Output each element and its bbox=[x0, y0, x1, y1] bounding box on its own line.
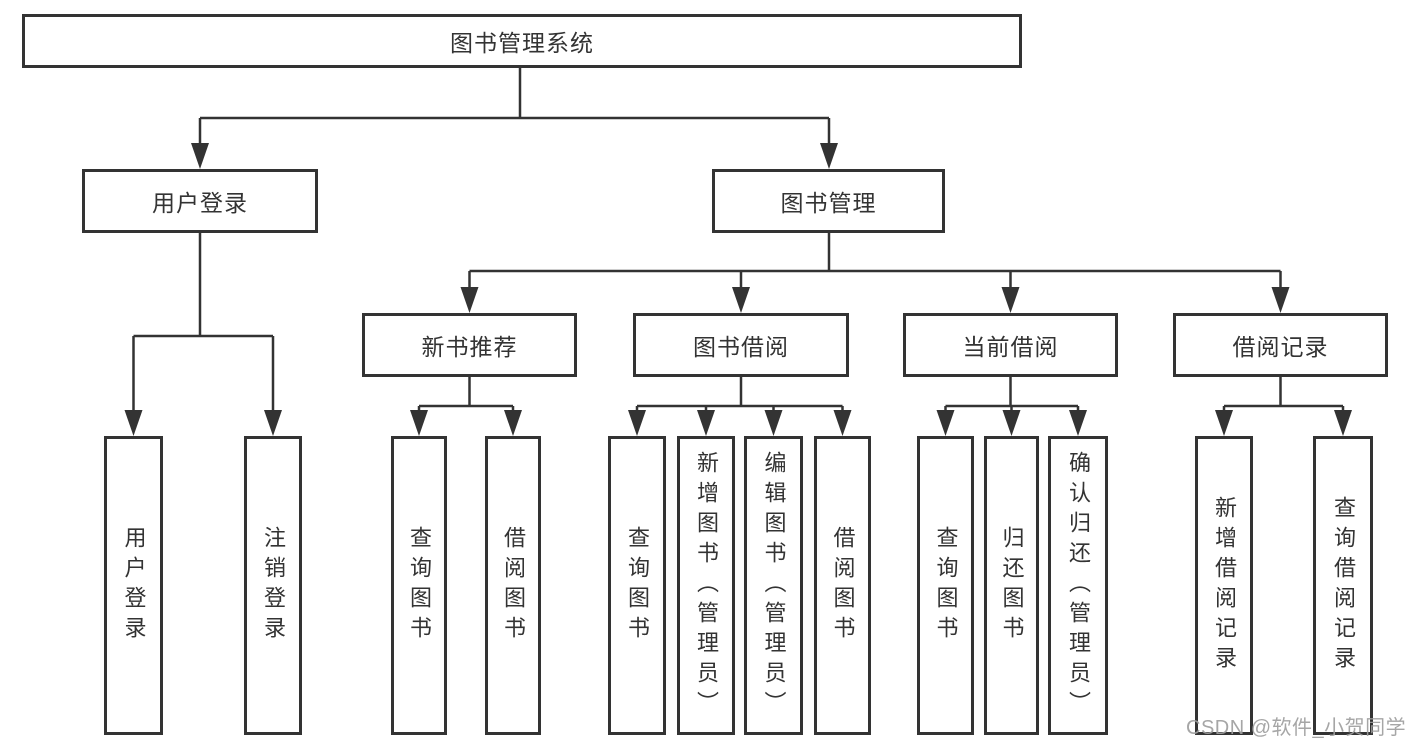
arrow-icon bbox=[191, 143, 209, 169]
leaf-confirm-return-admin: 确认归还（管理员） bbox=[1048, 436, 1108, 735]
arrow-icon bbox=[410, 410, 428, 436]
arrow-icon bbox=[833, 410, 852, 436]
leaf-return-books: 归还图书 bbox=[984, 436, 1039, 735]
node-label: 图书借阅 bbox=[693, 334, 789, 360]
leaf-add-books-admin: 新增图书（管理员） bbox=[677, 436, 735, 735]
arrow-icon bbox=[732, 287, 750, 313]
leaf-borrow-books: 借阅图书 bbox=[814, 436, 871, 735]
node-label: 编辑图书（管理员） bbox=[761, 450, 787, 721]
connector-current-borrow-branch bbox=[944, 377, 1080, 414]
node-label: 归还图书 bbox=[999, 525, 1025, 646]
node-label: 当前借阅 bbox=[962, 334, 1059, 360]
leaf-edit-books-admin: 编辑图书（管理员） bbox=[744, 436, 803, 735]
connector-book-mgmt-branch bbox=[468, 233, 1282, 290]
leaf-query-books-recommend: 查询图书 bbox=[391, 436, 447, 735]
node-book-borrowing: 图书借阅 bbox=[633, 313, 849, 377]
node-borrowing-records: 借阅记录 bbox=[1173, 313, 1388, 377]
node-label: 注销登录 bbox=[261, 525, 286, 646]
node-label: 借阅图书 bbox=[501, 525, 526, 646]
node-label: 用户登录 bbox=[121, 525, 147, 646]
arrow-icon bbox=[460, 287, 479, 313]
node-label: 查询图书 bbox=[407, 525, 432, 646]
connector-root-branch bbox=[198, 68, 831, 146]
arrow-icon bbox=[1334, 410, 1352, 436]
arrow-icon bbox=[764, 410, 783, 436]
node-library-management-system: 图书管理系统 bbox=[22, 14, 1022, 68]
node-label: 借阅图书 bbox=[830, 525, 856, 646]
leaf-logout: 注销登录 bbox=[244, 436, 302, 735]
node-label: 新增借阅记录 bbox=[1212, 495, 1237, 676]
arrow-icon bbox=[697, 410, 715, 436]
node-label: 查询图书 bbox=[933, 525, 959, 646]
arrow-icon bbox=[1001, 287, 1020, 313]
connector-book-borrow-branch bbox=[635, 377, 844, 414]
node-label: 借阅记录 bbox=[1232, 334, 1329, 360]
node-label: 图书管理系统 bbox=[450, 30, 594, 56]
node-label: 查询图书 bbox=[625, 525, 650, 646]
leaf-user-login: 用户登录 bbox=[104, 436, 163, 735]
watermark: CSDN @软件_小贺同学 bbox=[1186, 717, 1405, 739]
node-label: 用户登录 bbox=[152, 190, 248, 216]
leaf-query-borrow-record: 查询借阅记录 bbox=[1313, 436, 1373, 735]
leaf-add-borrow-record: 新增借阅记录 bbox=[1195, 436, 1253, 735]
node-new-book-recommendation: 新书推荐 bbox=[362, 313, 577, 377]
leaf-query-books-current: 查询图书 bbox=[917, 436, 974, 735]
connector-user-login-branch bbox=[132, 233, 275, 414]
arrow-icon bbox=[504, 410, 522, 436]
connector-new-book-branch bbox=[417, 377, 515, 414]
node-label: 图书管理 bbox=[780, 190, 877, 216]
arrow-icon bbox=[820, 143, 838, 169]
node-label: 新增图书（管理员） bbox=[694, 450, 719, 721]
arrow-icon bbox=[1069, 410, 1087, 436]
arrow-icon bbox=[936, 410, 955, 436]
leaf-borrow-books-recommend: 借阅图书 bbox=[485, 436, 541, 735]
arrowheads bbox=[124, 143, 1352, 436]
arrow-icon bbox=[264, 410, 282, 436]
node-label: 确认归还（管理员） bbox=[1066, 450, 1091, 721]
node-current-borrowing: 当前借阅 bbox=[903, 313, 1118, 377]
arrow-icon bbox=[124, 410, 143, 436]
arrow-icon bbox=[1271, 287, 1290, 313]
arrow-icon bbox=[1002, 410, 1021, 436]
node-label: 查询借阅记录 bbox=[1331, 495, 1356, 676]
arrow-icon bbox=[628, 410, 646, 436]
leaf-query-books-borrow: 查询图书 bbox=[608, 436, 666, 735]
node-label: 新书推荐 bbox=[421, 334, 518, 360]
node-book-management: 图书管理 bbox=[712, 169, 945, 233]
connector-borrow-record-branch bbox=[1222, 377, 1345, 414]
arrow-icon bbox=[1215, 410, 1233, 436]
node-user-login: 用户登录 bbox=[82, 169, 318, 233]
